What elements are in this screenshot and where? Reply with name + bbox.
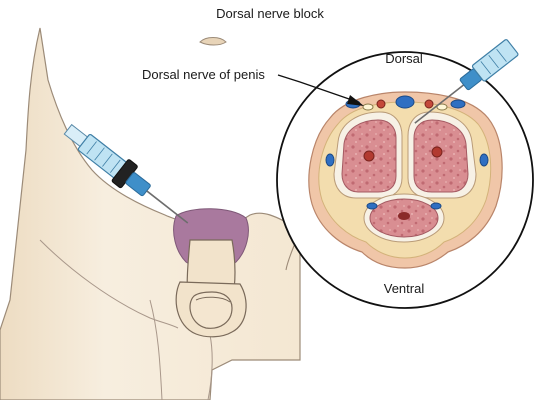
urethra — [398, 212, 410, 220]
syringe-right-barrel — [471, 39, 519, 82]
glans-ridge — [195, 296, 231, 303]
inner-thigh — [207, 334, 213, 400]
dorsal-nerve-left — [362, 103, 374, 111]
label-dorsal: Dorsal — [385, 51, 423, 66]
dorsal-artery-left — [376, 99, 386, 109]
figure-title: Dorsal nerve block — [216, 6, 324, 21]
dorsal-vein — [395, 95, 415, 109]
torso-illustration — [0, 27, 301, 400]
thigh-line — [39, 239, 179, 329]
lateral-vein-left — [325, 153, 335, 167]
corpus-cavernosum-right — [413, 119, 469, 193]
nerve-leader-arrowhead — [347, 95, 364, 106]
nerve-leader-line — [277, 74, 353, 101]
dorsal-nerve-right — [436, 103, 448, 111]
cross-section-inset: Dorsal Ventral — [276, 51, 534, 309]
syringe-right — [414, 39, 519, 124]
needle-right — [414, 84, 465, 124]
label-dorsal-nerve: Dorsal nerve of penis — [142, 67, 265, 82]
label-ventral: Ventral — [384, 281, 425, 296]
glans — [189, 291, 233, 329]
superficial-vein-right — [450, 99, 466, 109]
syringe-left — [63, 123, 189, 224]
lateral-vein-right — [479, 153, 489, 167]
torso — [0, 27, 301, 400]
ventral-vein-left — [366, 202, 378, 210]
needle — [146, 190, 189, 224]
left-thigh — [149, 299, 163, 400]
navel — [199, 37, 227, 46]
deep-artery-right — [431, 146, 443, 158]
deep-artery-left — [363, 150, 375, 162]
ventral-vein-right — [430, 202, 442, 210]
dorsal-artery-right — [424, 99, 434, 109]
